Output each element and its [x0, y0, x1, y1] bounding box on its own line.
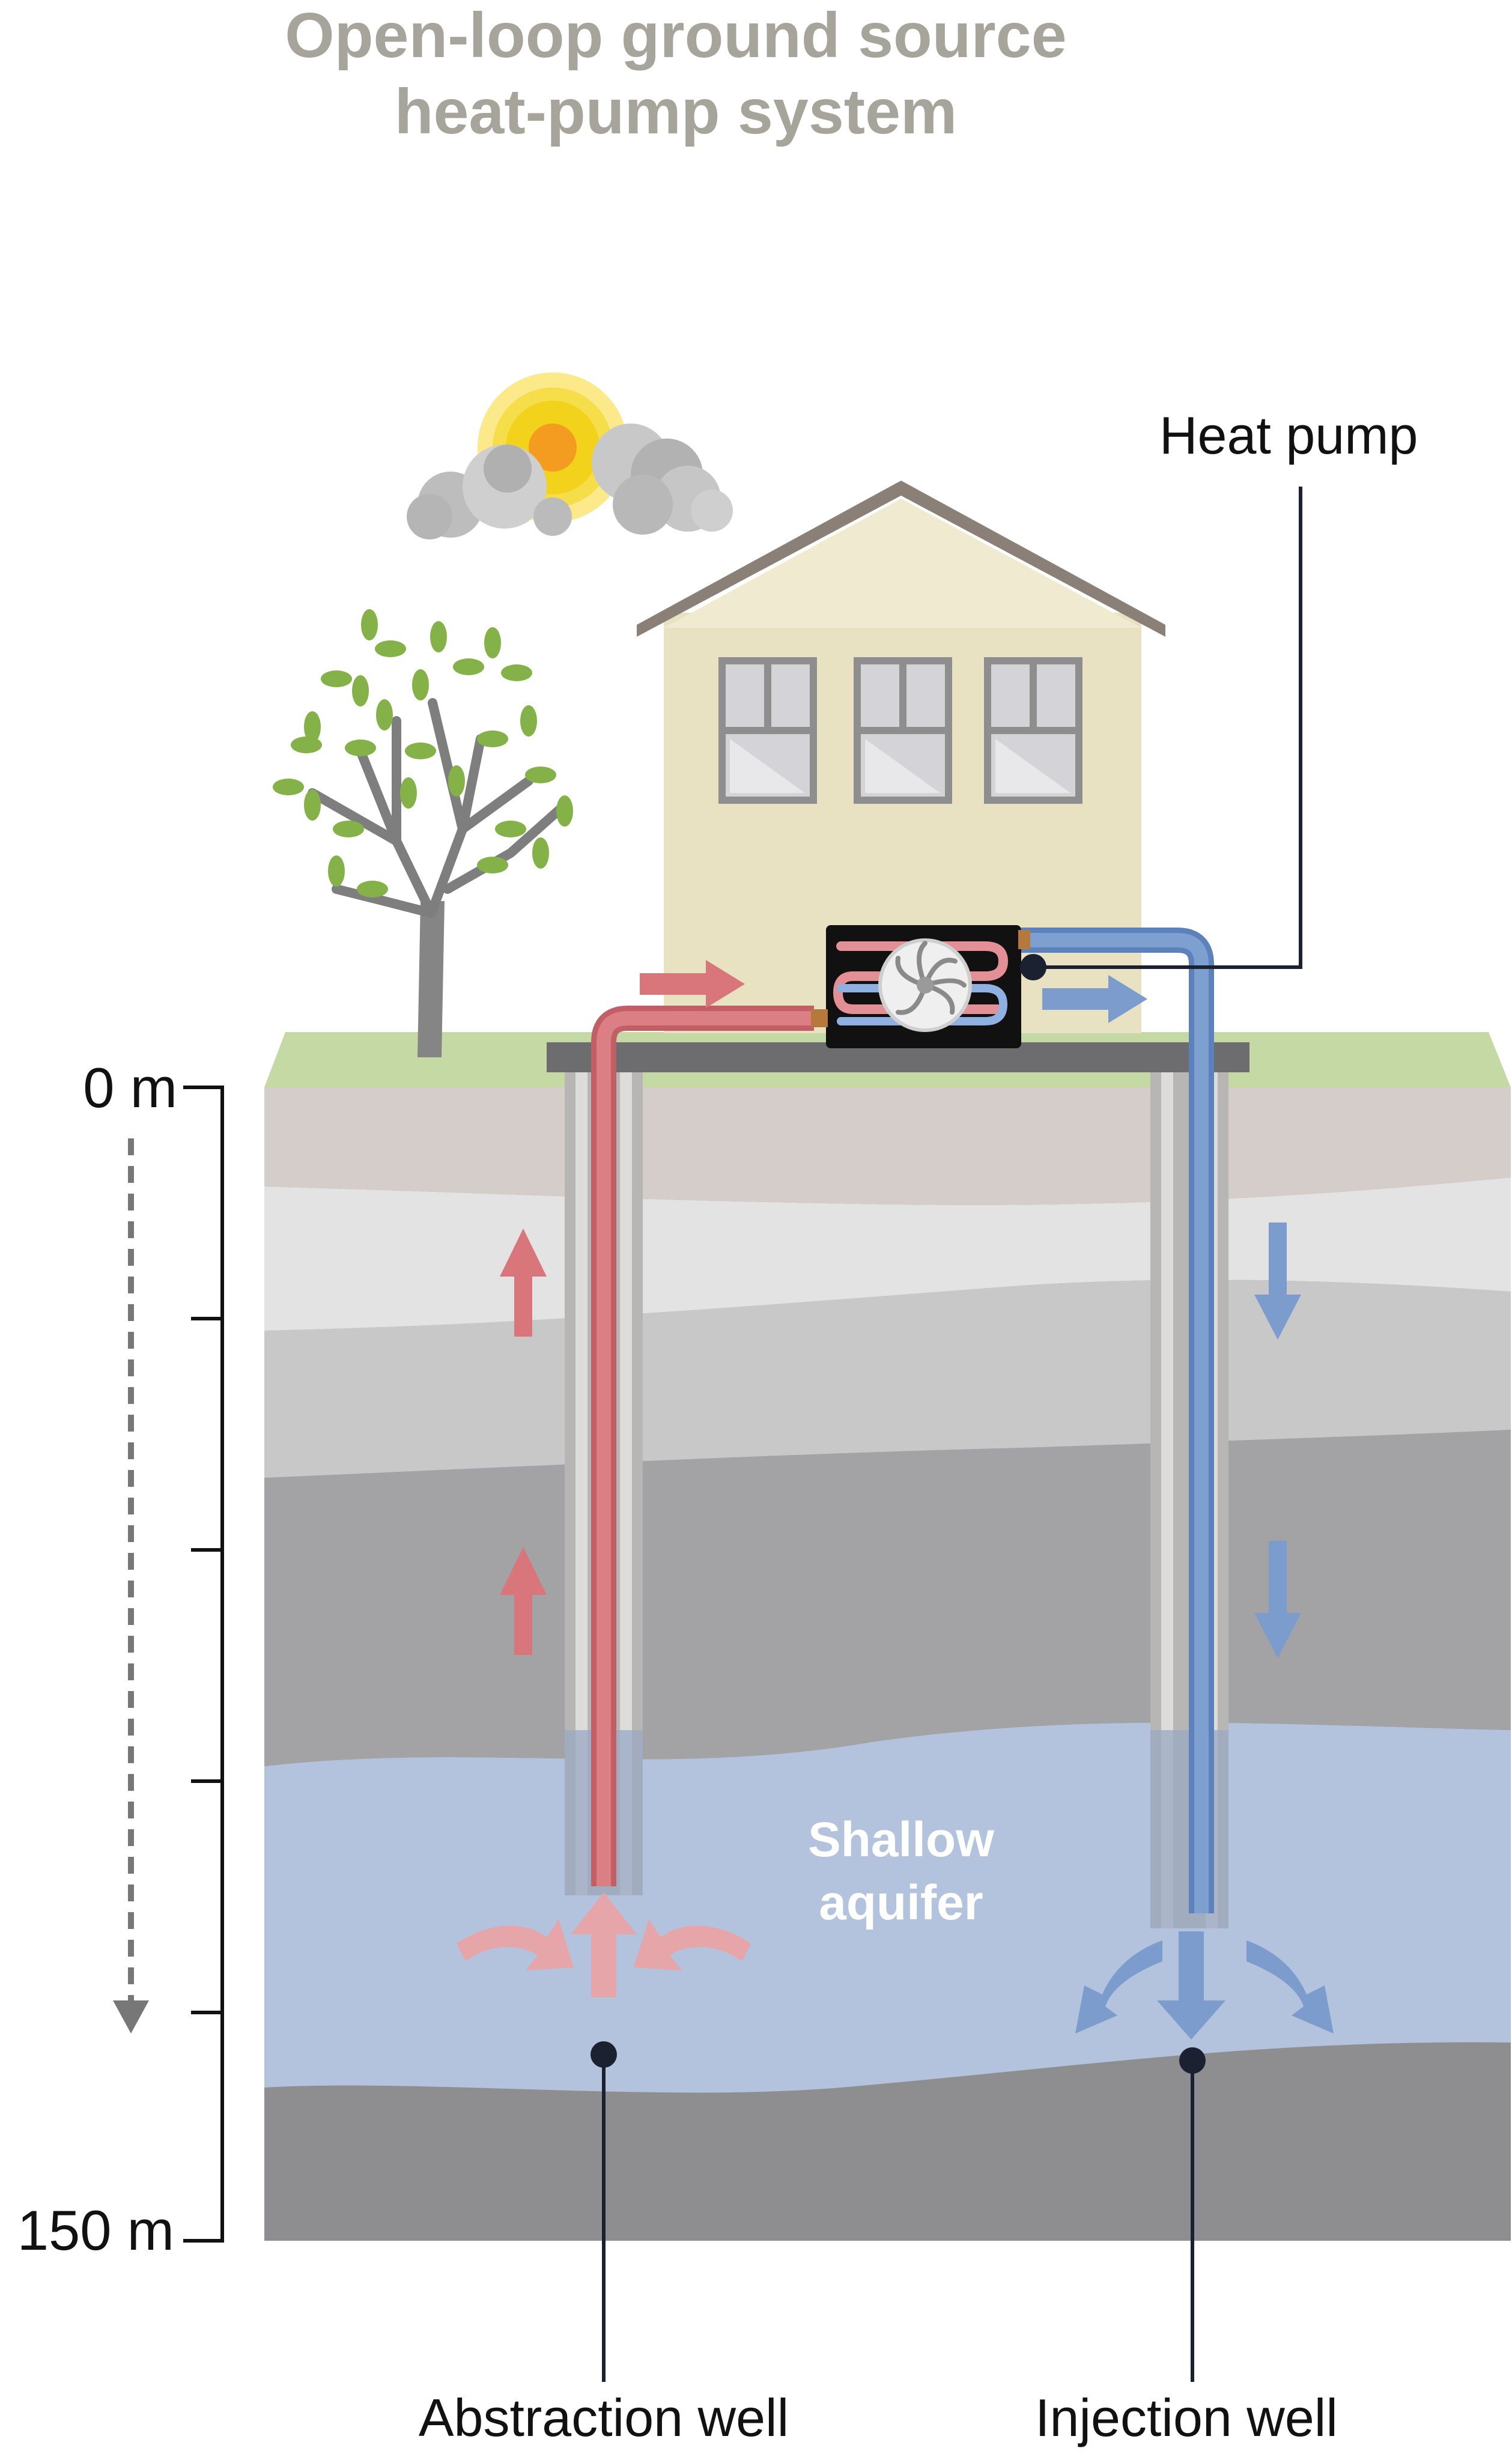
- aquifer-label-line-2: aquifer: [819, 1875, 983, 1930]
- depth-label-top: 0 m: [83, 1056, 177, 1119]
- aquifer-outflow-arrows: [1075, 1931, 1334, 2039]
- ground-cross-section: [264, 1032, 1511, 2241]
- aquifer-inflow-arrows: [457, 1892, 751, 1997]
- heat-pump-marker: [1020, 954, 1046, 980]
- abstraction-well-marker: [591, 2041, 617, 2068]
- diagram-title-line-2: heat-pump system: [395, 76, 958, 147]
- diagram-title-line-1: Open-loop ground source: [285, 0, 1066, 71]
- heat-pump-label: Heat pump: [1159, 405, 1418, 465]
- aquifer-label-line-1: Shallow: [808, 1812, 994, 1867]
- injection-well-marker: [1179, 2047, 1206, 2074]
- tree-icon: [273, 609, 573, 1057]
- injection-well-label: Injection well: [1035, 2388, 1338, 2447]
- depth-direction-arrow: [113, 1138, 149, 2033]
- depth-axis: [183, 1086, 224, 2243]
- soil-layer-1: [264, 1087, 1511, 1205]
- abstraction-well-casing: [565, 1072, 643, 1895]
- cold-flow-arrows: [1042, 975, 1301, 1658]
- cloud-left-icon: [407, 445, 572, 539]
- rock-layer-4: [264, 1430, 1511, 1766]
- abstraction-well-label: Abstraction well: [419, 2388, 789, 2447]
- depth-label-bottom: 150 m: [17, 2199, 174, 2262]
- cloud-right-icon: [592, 424, 733, 535]
- heat-pump-leader-line: [1033, 487, 1302, 969]
- warm-flow-arrows: [500, 960, 745, 1655]
- heat-pump-unit: [811, 925, 1030, 1048]
